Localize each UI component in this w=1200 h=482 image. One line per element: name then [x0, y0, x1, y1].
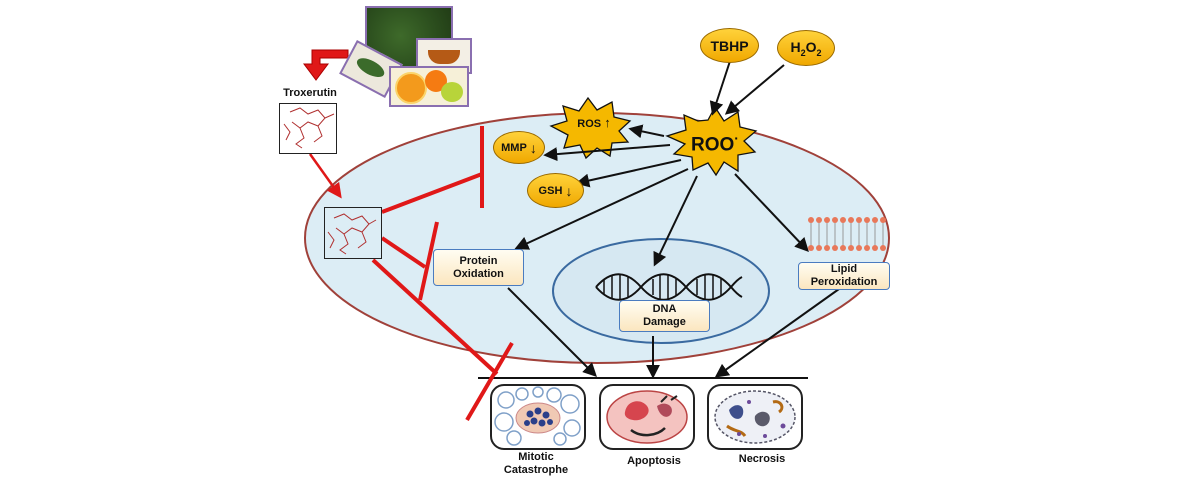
roo-radical-burst	[665, 105, 758, 177]
necrosis-cell-image	[707, 384, 803, 450]
up-arrow-icon: ↑	[604, 115, 611, 130]
troxerutin-molecule-icon-top	[283, 107, 335, 149]
mmp-oval: MMP ↓	[493, 131, 545, 164]
troxerutin-uptake-arrow	[308, 153, 342, 199]
down-arrow-icon: ↓	[529, 139, 537, 156]
mitotic-catastrophe-cell-image	[490, 384, 586, 450]
roo-radical-label: ROO·	[691, 130, 739, 156]
nucleus	[552, 238, 770, 344]
necrosis-label: Necrosis	[738, 453, 786, 465]
troxerutin-structure-box	[279, 103, 337, 154]
dna-helix-icon	[595, 273, 743, 301]
ros-label: ROS ↑	[577, 115, 611, 130]
down-arrow-icon: ↓	[565, 182, 573, 199]
gsh-oval: GSH ↓	[527, 173, 584, 208]
red-source-arrow	[303, 49, 349, 81]
citrus-fruit-image	[389, 66, 469, 107]
tbhp-label: TBHP	[710, 37, 749, 54]
inhibition-lines	[371, 126, 514, 422]
tbhp-oval: TBHP	[700, 28, 759, 63]
apoptosis-label: Apoptosis	[627, 455, 681, 467]
troxerutin-molecule-icon-cell	[327, 213, 377, 255]
h2o2-label: H2O2	[790, 38, 822, 58]
lipid-bilayer-icon	[808, 217, 886, 251]
apoptosis-cell-image	[599, 384, 695, 450]
pathway-arrows	[478, 57, 840, 379]
ros-burst	[549, 96, 632, 160]
troxerutin-label: Troxerutin	[283, 87, 337, 99]
h2o2-oval: H2O2	[777, 30, 835, 66]
troxerutin-cell-structure-box	[324, 207, 382, 259]
